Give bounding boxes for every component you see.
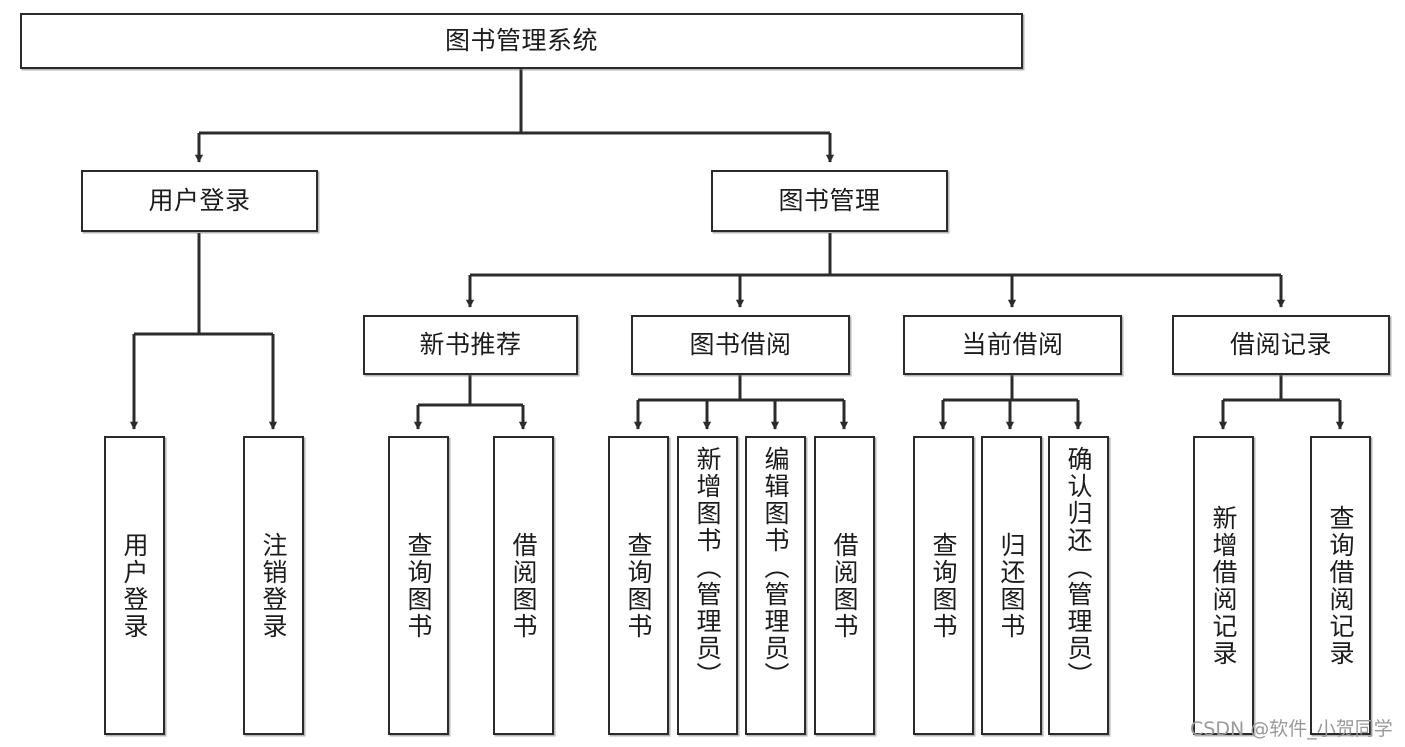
node-book-manage[interactable]: 图书管理 xyxy=(711,170,948,232)
node-book-manage-label: 图书管理 xyxy=(778,186,881,216)
node-leaf-query-book-1[interactable]: 查询图书 xyxy=(388,436,449,735)
node-leaf-edit-book[interactable]: 编辑图书（管理员） xyxy=(745,436,806,735)
node-leaf-confirm-return[interactable]: 确认归还（管理员） xyxy=(1048,436,1109,735)
node-new-book-recommend-label: 新书推荐 xyxy=(419,330,522,360)
node-leaf-user-logout-label: 注销登录 xyxy=(259,531,288,640)
node-leaf-user-login[interactable]: 用户登录 xyxy=(104,436,165,735)
node-borrow-record[interactable]: 借阅记录 xyxy=(1172,315,1390,375)
node-new-book-recommend[interactable]: 新书推荐 xyxy=(363,315,578,375)
node-book-borrow-label: 图书借阅 xyxy=(689,330,792,360)
node-leaf-add-record[interactable]: 新增借阅记录 xyxy=(1193,436,1254,735)
node-leaf-borrow-book-2-label: 借阅图书 xyxy=(830,531,859,640)
node-leaf-edit-book-label: 编辑图书（管理员） xyxy=(761,446,790,689)
node-leaf-query-book-2-label: 查询图书 xyxy=(624,531,653,640)
node-leaf-borrow-book-1-label: 借阅图书 xyxy=(509,531,538,640)
node-leaf-query-book-3-label: 查询图书 xyxy=(929,531,958,640)
node-leaf-return-book-label: 归还图书 xyxy=(997,531,1026,640)
node-leaf-add-book[interactable]: 新增图书（管理员） xyxy=(677,436,738,735)
node-leaf-query-book-1-label: 查询图书 xyxy=(404,531,433,640)
node-leaf-user-logout[interactable]: 注销登录 xyxy=(243,436,304,735)
node-current-borrow-label: 当前借阅 xyxy=(961,330,1064,360)
node-leaf-query-record[interactable]: 查询借阅记录 xyxy=(1310,436,1371,735)
node-current-borrow[interactable]: 当前借阅 xyxy=(903,315,1122,375)
node-borrow-record-label: 借阅记录 xyxy=(1229,330,1332,360)
node-book-borrow[interactable]: 图书借阅 xyxy=(631,315,850,375)
node-leaf-add-book-label: 新增图书（管理员） xyxy=(693,446,722,689)
node-leaf-user-login-label: 用户登录 xyxy=(120,531,149,640)
node-leaf-query-book-3[interactable]: 查询图书 xyxy=(913,436,974,735)
node-root-label: 图书管理系统 xyxy=(444,26,598,56)
node-root[interactable]: 图书管理系统 xyxy=(20,13,1023,69)
node-leaf-query-record-label: 查询借阅记录 xyxy=(1326,504,1355,667)
node-leaf-query-book-2[interactable]: 查询图书 xyxy=(608,436,669,735)
node-leaf-borrow-book-1[interactable]: 借阅图书 xyxy=(493,436,554,735)
node-leaf-borrow-book-2[interactable]: 借阅图书 xyxy=(814,436,875,735)
node-user-login[interactable]: 用户登录 xyxy=(81,170,318,232)
node-leaf-add-record-label: 新增借阅记录 xyxy=(1209,504,1238,667)
node-leaf-return-book[interactable]: 归还图书 xyxy=(981,436,1042,735)
node-user-login-label: 用户登录 xyxy=(148,186,251,216)
watermark-text: CSDN @软件_小贺同学 xyxy=(1190,718,1393,740)
node-leaf-confirm-return-label: 确认归还（管理员） xyxy=(1064,446,1093,689)
